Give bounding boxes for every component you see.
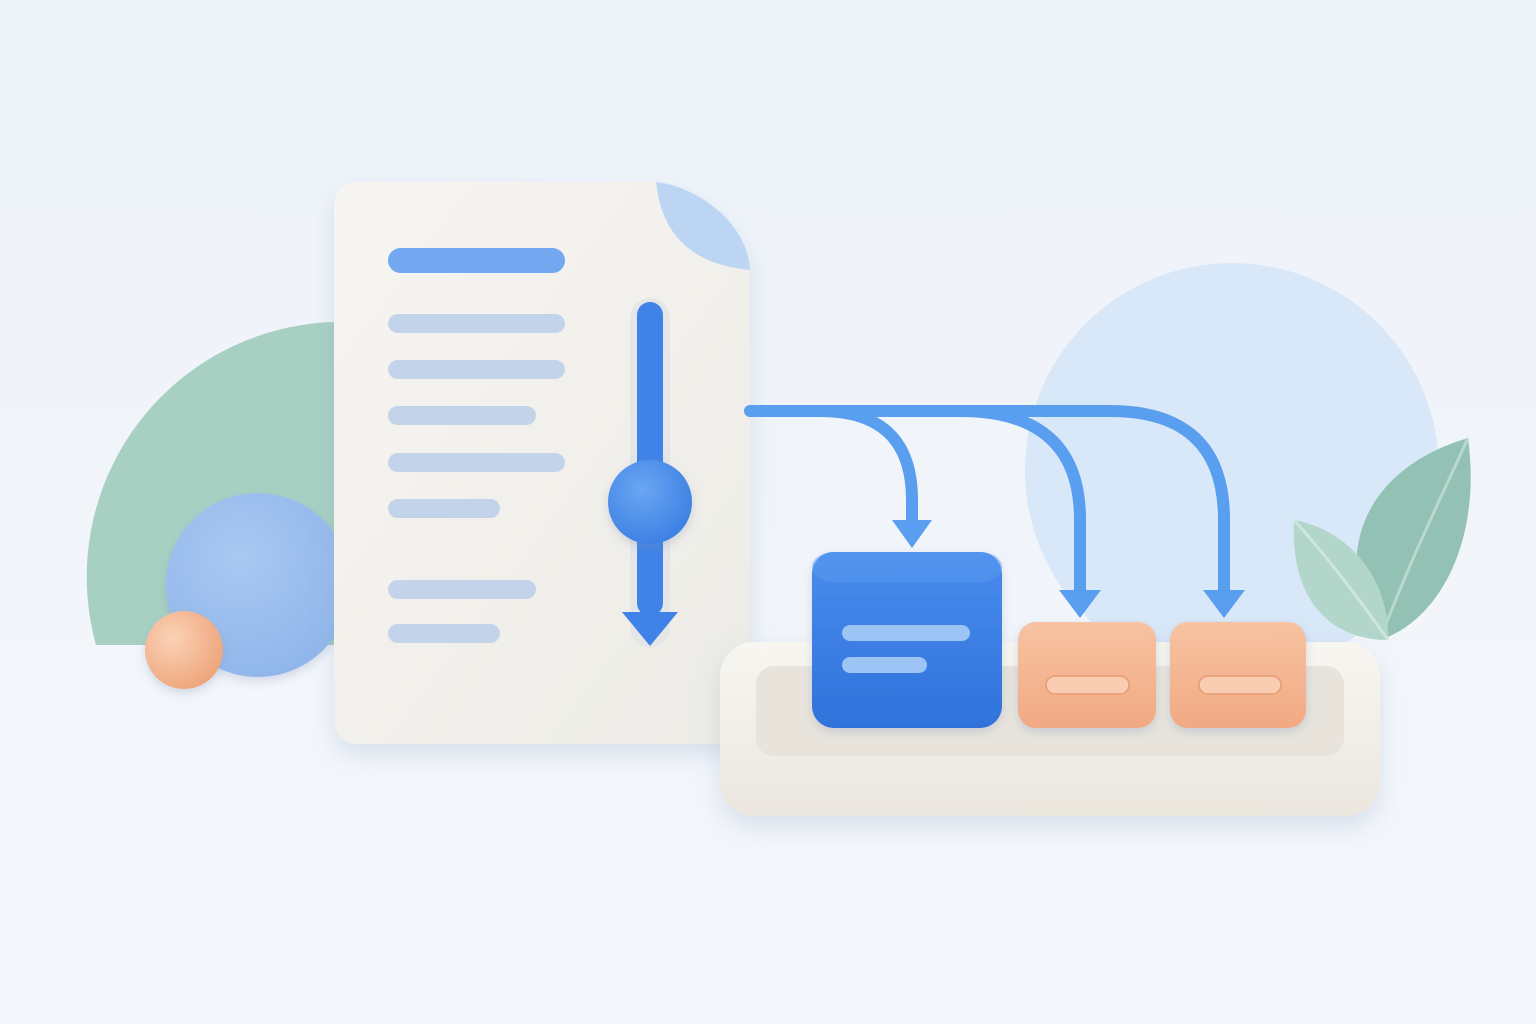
block-line [842,657,927,673]
down-arrow-icon [892,520,932,548]
slider-knob [608,460,692,544]
text-line [388,580,536,599]
blue-block [812,552,1002,728]
block-line [1198,675,1282,695]
text-line [388,453,565,472]
text-line [388,624,500,643]
scroll-slider [608,298,692,648]
text-line [388,499,500,518]
text-line [388,360,565,379]
down-arrow-icon [1059,590,1101,618]
block-line [1045,675,1130,695]
text-line [388,314,565,333]
peach-sphere [145,611,223,689]
peach-block-2 [1170,622,1306,728]
text-line [388,406,536,425]
connector-to-peach-block-2 [954,405,1230,598]
page-fold [656,182,750,270]
down-arrow-icon [622,612,678,646]
block-line [842,625,970,641]
peach-block-1 [1018,622,1156,728]
leaf-icon [1292,437,1471,641]
connector-arrows [744,405,1230,598]
document-text-lines [388,314,565,643]
down-arrow-icon [1203,590,1245,618]
document-title-bar [388,248,565,273]
